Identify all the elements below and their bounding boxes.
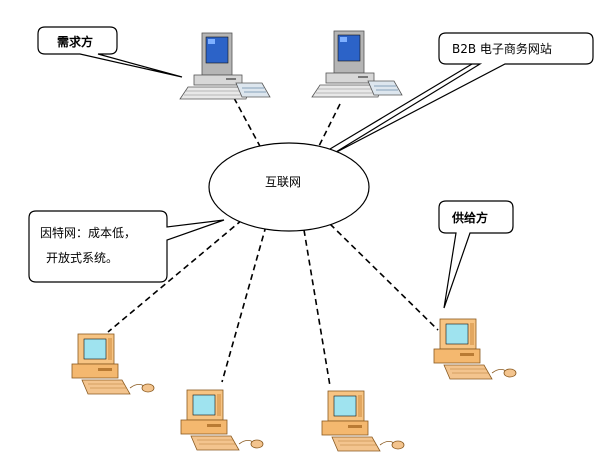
demand-callout: 需求方 bbox=[37, 26, 183, 78]
demand-computer-1 bbox=[179, 32, 271, 100]
connection-lines bbox=[107, 97, 439, 387]
note-callout: 因特网：成本低， 开放式系统。 bbox=[28, 210, 225, 283]
client-computer-left bbox=[71, 333, 155, 395]
link-pc-left bbox=[107, 219, 243, 333]
note-line-1: 因特网：成本低， bbox=[40, 225, 136, 240]
link-supplier-pc bbox=[329, 223, 439, 331]
link-pc-mid-right bbox=[303, 229, 331, 387]
supply-label: 供给方 bbox=[451, 210, 488, 225]
demand-computer-2 bbox=[311, 30, 403, 98]
supplier-computer bbox=[433, 318, 517, 380]
link-pc-mid-left bbox=[221, 225, 267, 383]
internet-label: 互联网 bbox=[265, 175, 301, 189]
b2b-label: B2B 电子商务网站 bbox=[452, 41, 552, 56]
link-demand-pc-1 bbox=[233, 97, 263, 151]
client-computer-mid-right bbox=[321, 390, 405, 452]
note-line-2: 开放式系统。 bbox=[46, 250, 118, 265]
demand-label: 需求方 bbox=[57, 34, 93, 49]
internet-cloud bbox=[208, 142, 370, 232]
supply-callout: 供给方 bbox=[438, 200, 514, 309]
client-computer-mid-left bbox=[180, 389, 264, 451]
b2b-callout: B2B 电子商务网站 bbox=[324, 32, 594, 156]
link-demand-pc-2 bbox=[315, 103, 341, 153]
